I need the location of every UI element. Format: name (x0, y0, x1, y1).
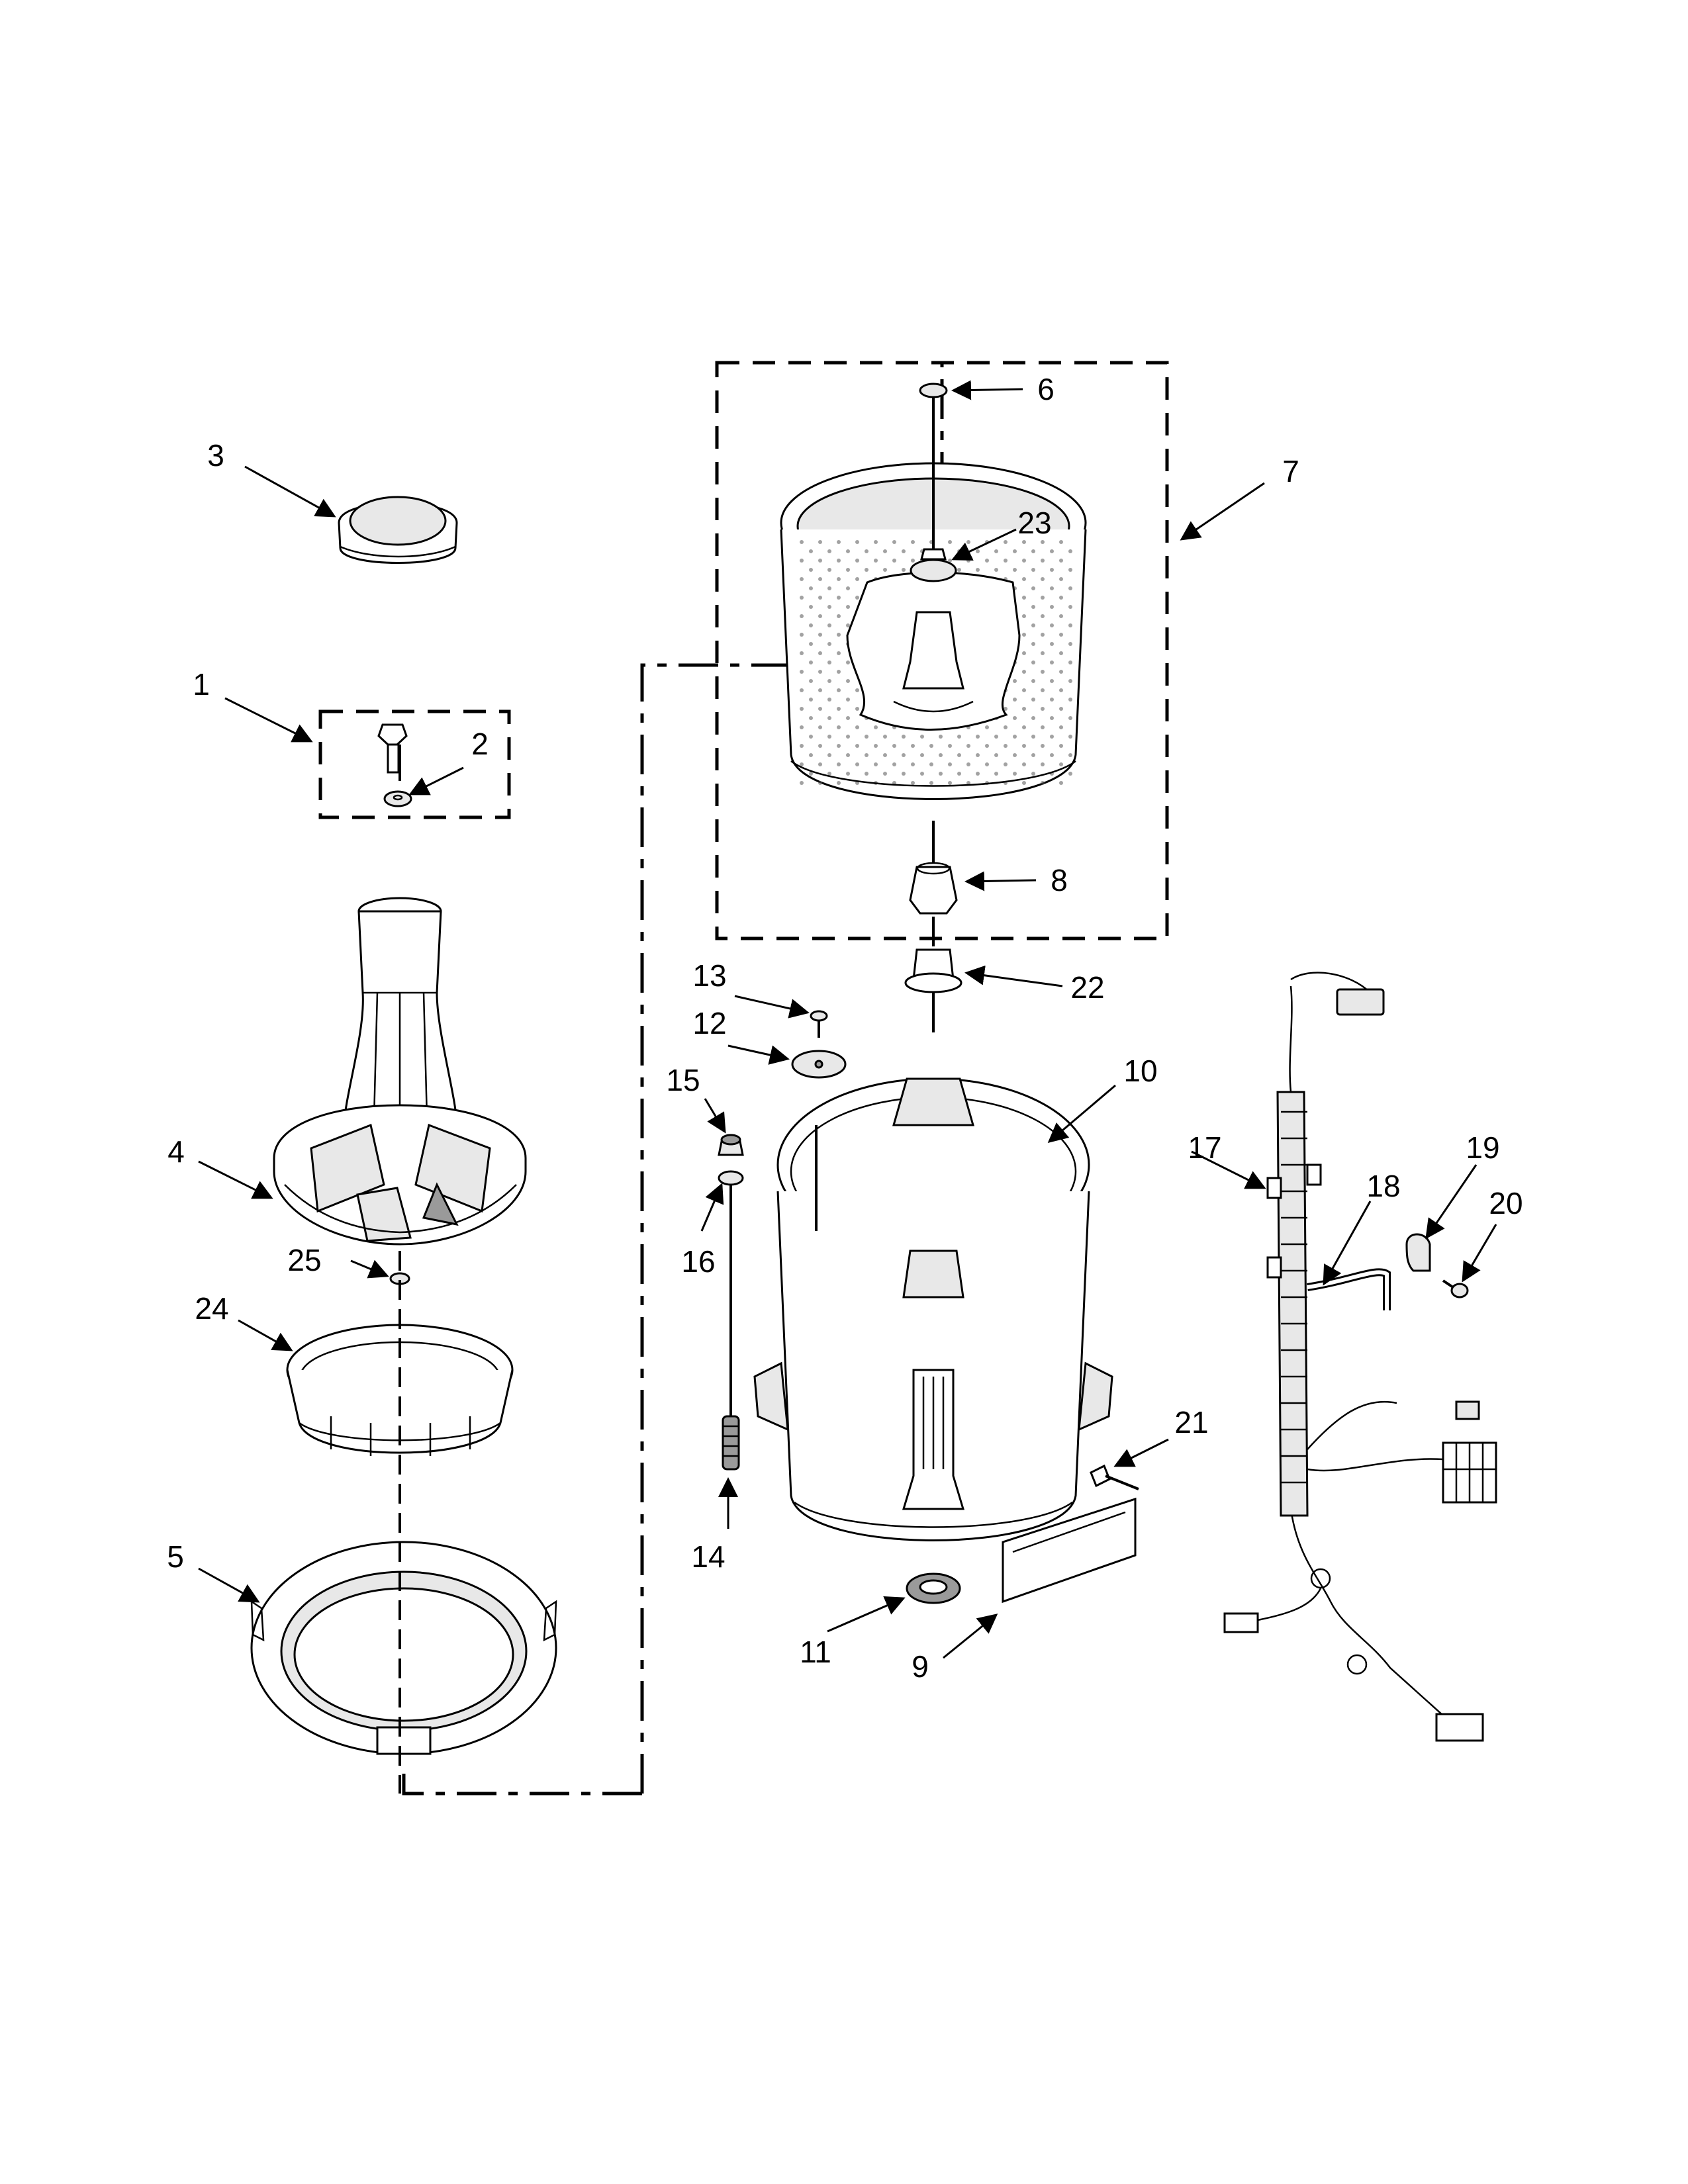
callout-1: 1 (193, 667, 210, 702)
assembly-box-1 (318, 709, 511, 819)
callout-7: 7 (1282, 454, 1299, 488)
callout-19: 19 (1466, 1130, 1499, 1165)
callout-25: 25 (287, 1243, 321, 1277)
bracket-9-part (1002, 1497, 1137, 1604)
callout-10: 10 (1123, 1054, 1157, 1088)
leader-lines (198, 380, 1497, 1659)
outer-tub-part (753, 1077, 1113, 1541)
cam-23-part (910, 548, 957, 582)
callout-6: 6 (1037, 372, 1055, 406)
callout-23: 23 (1017, 506, 1051, 540)
screw-20-part (1442, 1279, 1469, 1298)
callout-22: 22 (1070, 970, 1104, 1005)
wire-harness-17-part (1223, 972, 1497, 1742)
callout-4: 4 (167, 1134, 185, 1169)
callout-11: 11 (800, 1635, 831, 1669)
callout-18: 18 (1366, 1169, 1400, 1203)
plate-12-part (791, 1050, 847, 1079)
agitator-bolt-part (377, 723, 412, 807)
callout-3: 3 (207, 438, 224, 473)
clip-6-part (919, 383, 948, 398)
alignment-line-bottom (402, 1764, 642, 1796)
callout-12: 12 (692, 1006, 726, 1040)
hub-8-part (909, 862, 958, 915)
pivot-15-part (718, 1134, 744, 1156)
callout-5: 5 (167, 1539, 184, 1574)
agitator-cap-part (338, 496, 458, 564)
alignment-line-basket (640, 363, 944, 1794)
callout-17: 17 (1188, 1130, 1221, 1165)
callout-2: 2 (471, 727, 489, 761)
agitator-part (273, 897, 527, 1246)
clamp-19-part (1405, 1233, 1431, 1272)
callout-20: 20 (1489, 1186, 1523, 1220)
seal-22-part (904, 948, 962, 993)
callout-8: 8 (1051, 863, 1068, 897)
callout-24: 24 (195, 1291, 228, 1326)
callout-14: 14 (691, 1539, 725, 1574)
callout-13: 13 (692, 958, 726, 993)
screw-13-part (810, 1010, 828, 1038)
callout-15: 15 (666, 1063, 700, 1097)
callout-21: 21 (1174, 1405, 1208, 1439)
spring-14-part (722, 1415, 740, 1471)
ball-16-part (718, 1170, 744, 1186)
tub-ring-part (250, 1541, 557, 1755)
callout-9: 9 (912, 1649, 929, 1684)
callout-16: 16 (681, 1244, 715, 1279)
bolt-21-part (1090, 1464, 1139, 1490)
bearing-11-part (906, 1572, 961, 1604)
